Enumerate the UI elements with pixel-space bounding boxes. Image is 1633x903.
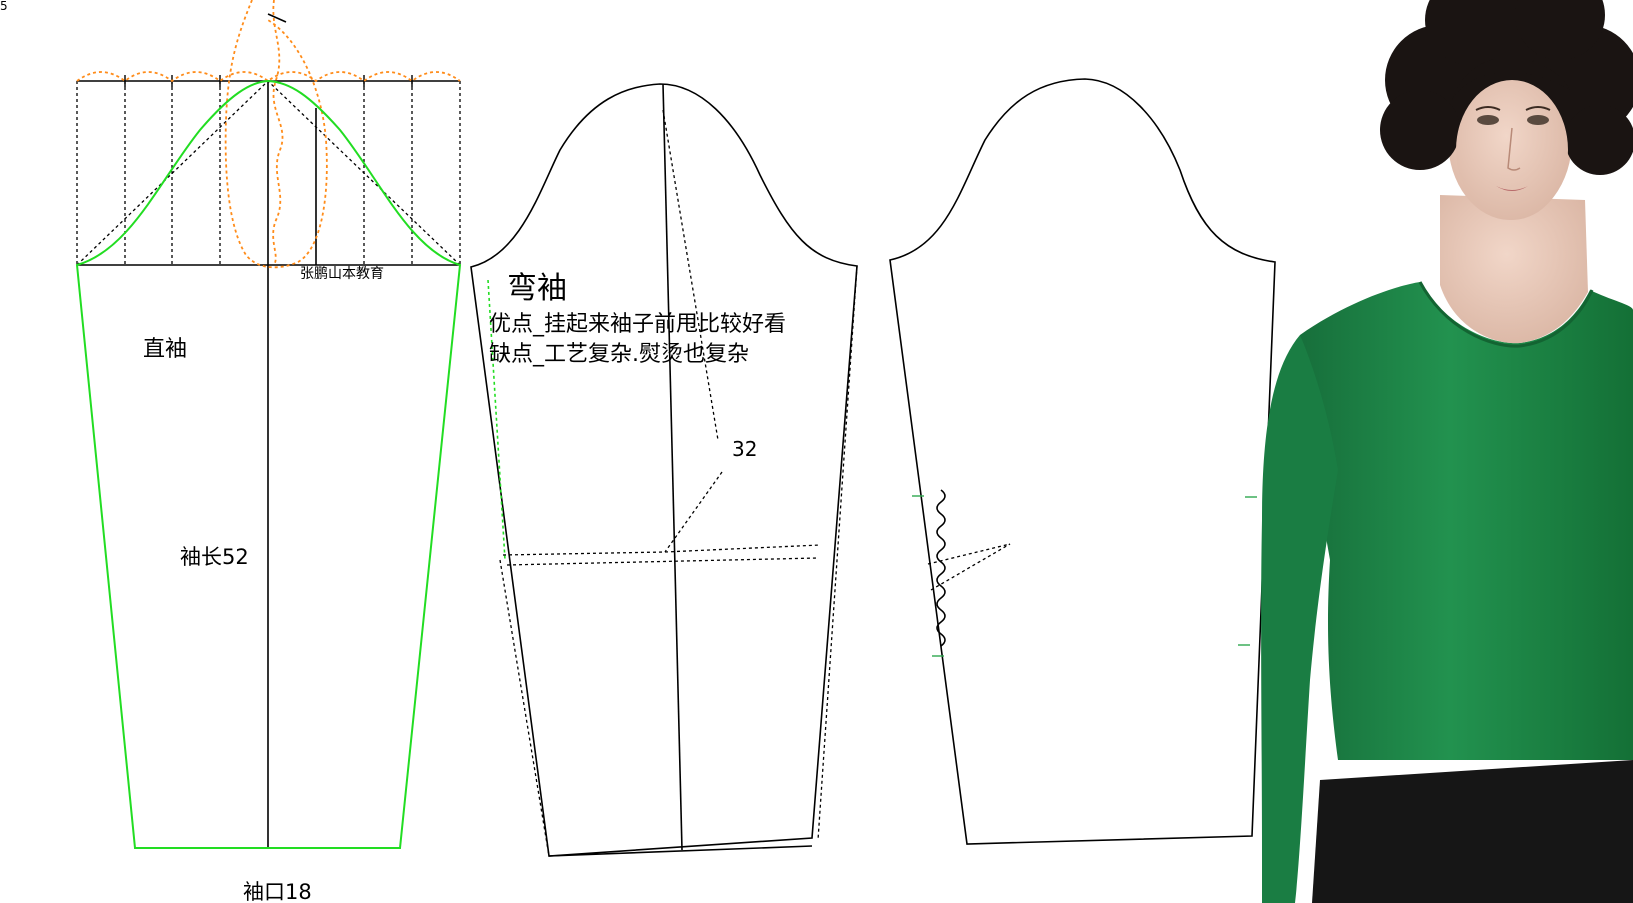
cap-wave-guide [272, 0, 284, 266]
straight-sleeve-pattern: 张鹏山本教育 直袖 袖长52 袖口18 [75, 0, 462, 903]
elbow-line [506, 557, 819, 566]
straight-sleeve-title: 直袖 [143, 337, 187, 362]
grain-dashed-2 [664, 471, 723, 553]
curved-sleeve-title: 弯袖 [507, 271, 567, 306]
cuff-label: 袖口18 [243, 880, 312, 903]
curved-center-line [662, 83, 683, 851]
model-render [1261, 0, 1633, 903]
cap-slash-line [267, 13, 287, 23]
corner-mark: 5 [0, 0, 8, 13]
model-left-sleeve [1261, 335, 1338, 903]
final-sleeve-outline [889, 78, 1276, 845]
side-dashed-left [499, 559, 550, 857]
curved-sleeve-outline [470, 83, 858, 857]
side-dashed-right [817, 265, 858, 841]
dart-leg-1 [927, 543, 1011, 565]
curved-sleeve-pattern: 弯袖 优点_挂起来袖子前甩比较好看 缺点_工艺复杂.熨烫也复杂 32 [470, 83, 858, 857]
cons-text: 缺点_工艺复杂.熨烫也复杂 [489, 342, 749, 367]
sleeve-length-label: 袖长52 [180, 545, 249, 569]
cap-scallop-guide [76, 71, 461, 83]
cap-lift-guide [224, 0, 328, 269]
sleeve-outline-green [75, 79, 462, 849]
notch-marks [912, 495, 1257, 657]
green-edge-mark [487, 279, 506, 561]
final-sleeve-pattern [889, 78, 1276, 845]
model-neck [1440, 195, 1588, 344]
elbow-line-2 [502, 551, 666, 556]
cap-division-lines [76, 80, 461, 266]
grain-dashed-1 [662, 109, 719, 441]
model-skirt [1312, 760, 1633, 903]
ease-stitch [936, 489, 946, 647]
watermark-text: 张鹏山本教育 [300, 266, 384, 282]
dart-leg-2 [930, 543, 1011, 591]
model-shirt [1300, 282, 1633, 760]
dimension-32: 32 [732, 437, 757, 461]
cap-ticks [124, 75, 413, 87]
curved-hem-line [548, 845, 813, 857]
pros-text: 优点_挂起来袖子前甩比较好看 [489, 312, 786, 337]
